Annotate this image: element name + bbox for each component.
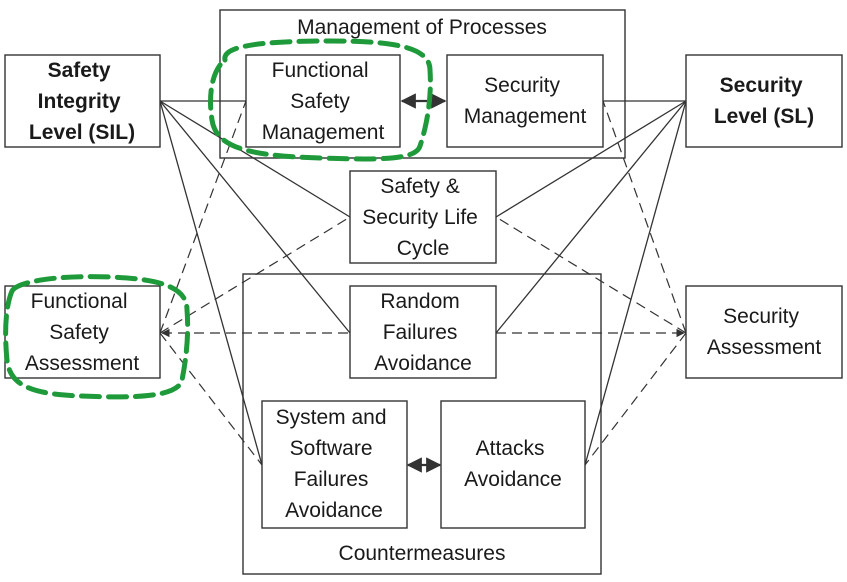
fsm-label: Functional Safety Management [262, 59, 385, 144]
ssfa-line-4: Avoidance [285, 499, 383, 522]
sil-box [4, 54, 161, 148]
fsm-line-3: Management [262, 121, 385, 144]
connector-seca-lifecycle [495, 216, 687, 334]
lifecycle-label: Safety & Security Life Cycle [362, 175, 483, 260]
management-of-processes-frame [219, 9, 626, 159]
countermeasures-frame [242, 273, 602, 575]
aa-line-1: Attacks [476, 437, 545, 460]
seca-box [685, 285, 843, 379]
sl-box [685, 54, 843, 148]
fsa-label: Functional Safety Assessment [25, 290, 140, 375]
connector-fsa-lifecycle [159, 216, 351, 334]
connector-seca-secm [602, 100, 687, 334]
connector-sil-ssfa [159, 100, 263, 466]
dashed-connectors [159, 100, 687, 466]
fsm-box [245, 54, 401, 148]
connector-sl-rfa [495, 100, 687, 334]
aa-label: Attacks Avoidance [464, 437, 562, 491]
fsa-line-1: Functional [31, 290, 128, 313]
connector-sil-lifecycle [159, 100, 351, 218]
fsa-box [4, 285, 161, 379]
sl-label: Security Level (SL) [714, 74, 814, 128]
rfa-line-3: Avoidance [374, 352, 472, 375]
secm-label: Security Management [464, 74, 587, 128]
rfa-line-1: Random [380, 290, 459, 313]
highlight-fsm [208, 38, 433, 162]
aa-box [440, 400, 586, 529]
sl-line-1: Security [720, 74, 803, 97]
rfa-label: Random Failures Avoidance [374, 290, 472, 375]
aa-line-2: Avoidance [464, 468, 562, 491]
seca-label: Security Assessment [707, 305, 822, 359]
sl-line-2: Level (SL) [714, 105, 814, 128]
fsm-line-2: Safety [290, 90, 350, 113]
seca-line-2: Assessment [707, 336, 822, 359]
lifecycle-line-3: Cycle [397, 237, 450, 260]
ssfa-box [261, 400, 408, 529]
connector-fsa-fsm [159, 100, 247, 334]
green-highlights [3, 38, 433, 400]
highlight-fsa [3, 274, 191, 400]
sil-line-2: Integrity [38, 90, 121, 113]
sil-line-1: Safety [48, 59, 111, 82]
connector-sl-aa [584, 100, 687, 466]
ssfa-line-2: Software [290, 437, 373, 460]
processes-title: Management of Processes [297, 16, 547, 39]
solid-connectors [159, 100, 687, 466]
ssfa-line-1: System and [276, 406, 387, 429]
connector-fsa-ssfa [159, 332, 263, 466]
rfa-box [349, 285, 497, 379]
sil-label: Safety Integrity Level (SIL) [29, 59, 135, 144]
lifecycle-box [349, 170, 497, 264]
connector-sl-lifecycle [495, 100, 687, 218]
ssfa-line-3: Failures [294, 468, 369, 491]
secm-line-2: Management [464, 105, 587, 128]
secm-line-1: Security [484, 74, 560, 97]
node-boxes [4, 54, 843, 529]
fsm-line-1: Functional [272, 59, 369, 82]
lifecycle-line-2: Security Life [362, 206, 478, 229]
fsa-line-2: Safety [49, 321, 109, 344]
sil-line-3: Level (SIL) [29, 121, 135, 144]
seca-line-1: Security [723, 305, 799, 328]
rfa-line-2: Failures [383, 321, 458, 344]
countermeasures-title: Countermeasures [339, 542, 506, 565]
lifecycle-line-1: Safety & [380, 175, 459, 198]
fsa-line-3: Assessment [25, 352, 140, 375]
connector-seca-aa [584, 332, 687, 466]
connector-sil-rfa [159, 100, 351, 334]
ssfa-label: System and Software Failures Avoidance [276, 406, 393, 522]
secm-box [446, 54, 604, 148]
